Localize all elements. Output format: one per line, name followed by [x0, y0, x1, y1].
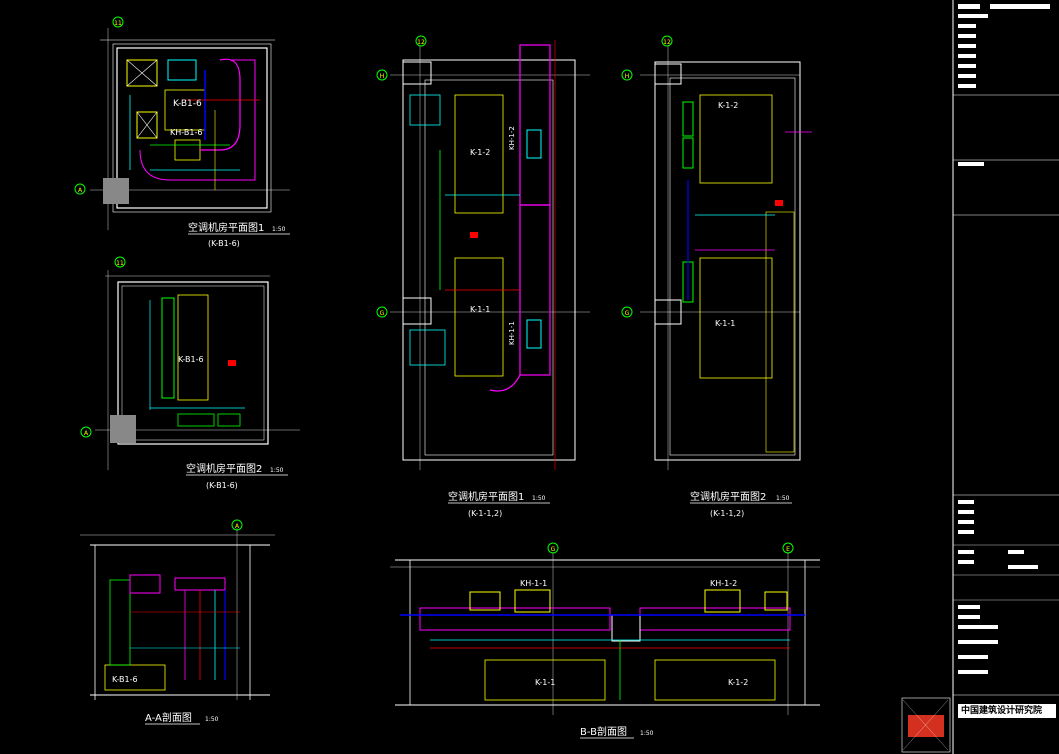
grid-label-e: E: [786, 546, 790, 553]
grid-label-11: 11: [114, 20, 122, 27]
view-title: 空调机房平面图1: [188, 221, 264, 234]
view-title: 空调机房平面图2: [690, 490, 766, 503]
unit-label: KH-1-1: [520, 579, 547, 588]
view-title: A-A剖面图: [145, 711, 192, 724]
section-b-b: G E KH-1-1 KH-1-2 K-1-1 K-1-2 B-B剖面图 1:5…: [390, 542, 820, 739]
grid-label-h: H: [380, 73, 385, 80]
view-title: 空调机房平面图2: [186, 462, 262, 475]
unit-label: KH-1-2: [508, 126, 516, 150]
unit-label: K-1-2: [728, 678, 748, 687]
unit-label: K-B1-6: [112, 675, 138, 684]
grid-label-g: G: [380, 310, 385, 317]
view-subtitle: (K-1-1,2): [710, 509, 744, 518]
view-scale: 1:50: [272, 226, 286, 233]
section-a-a: A K-B1-6 A-A剖面图 1:50: [80, 519, 275, 725]
unit-label: K-1-2: [718, 101, 738, 110]
view-scale: 1:50: [270, 467, 284, 474]
unit-label: K-B1-6: [178, 355, 204, 364]
grid-label-a: A: [78, 187, 83, 194]
grid-label-a: A: [235, 523, 240, 530]
company-name-text: 中国建筑设计研究院: [961, 706, 1043, 716]
company-name: 中国建筑设计研究院: [958, 704, 1056, 718]
view-subtitle: (K-B1-6): [206, 481, 238, 490]
grid-label-12: 12: [663, 39, 671, 46]
unit-label: KH-B1-6: [170, 128, 202, 137]
unit-label: K-1-1: [535, 678, 555, 687]
view-scale: 1:50: [776, 495, 790, 502]
unit-label: K-B1-6: [173, 99, 202, 109]
view-title: 空调机房平面图1: [448, 490, 524, 503]
view-scale: 1:50: [532, 495, 546, 502]
view-subtitle: (K-B1-6): [208, 239, 240, 248]
grid-label-g: G: [625, 310, 630, 317]
grid-label-g: G: [551, 546, 556, 553]
view-scale: 1:50: [640, 730, 654, 737]
grid-label-h: H: [625, 73, 630, 80]
grid-label-11: 11: [116, 260, 124, 267]
title-block: [901, 0, 1059, 754]
unit-label: KH-1-2: [710, 579, 737, 588]
plan-k11-12-1: 12 H G K-1-2 K-1-1 KH-1-2 KH-1-1 空调机房平面图…: [376, 35, 590, 518]
plan-kb16-1: 11 A K-B1-6 KH-B1-6 空调机房平面图1 1:50 (K-B1-…: [74, 16, 290, 248]
grid-label-12: 12: [417, 39, 425, 46]
unit-label: K-1-1: [715, 319, 735, 328]
unit-label: K-1-2: [470, 148, 490, 157]
view-scale: 1:50: [205, 716, 219, 723]
plan-kb16-2: 11 A K-B1-6 空调机房平面图2 1:50 (K-B1-6): [80, 256, 300, 490]
view-title: B-B剖面图: [580, 725, 627, 738]
view-subtitle: (K-1-1,2): [468, 509, 502, 518]
unit-label: K-1-1: [470, 305, 490, 314]
plan-k11-12-2: 12 H G K-1-2 K-1-1 空调机房平面图2 1:50 (K-1-1,…: [621, 35, 812, 518]
grid-label-a: A: [84, 430, 89, 437]
unit-label: KH-1-1: [508, 321, 516, 345]
